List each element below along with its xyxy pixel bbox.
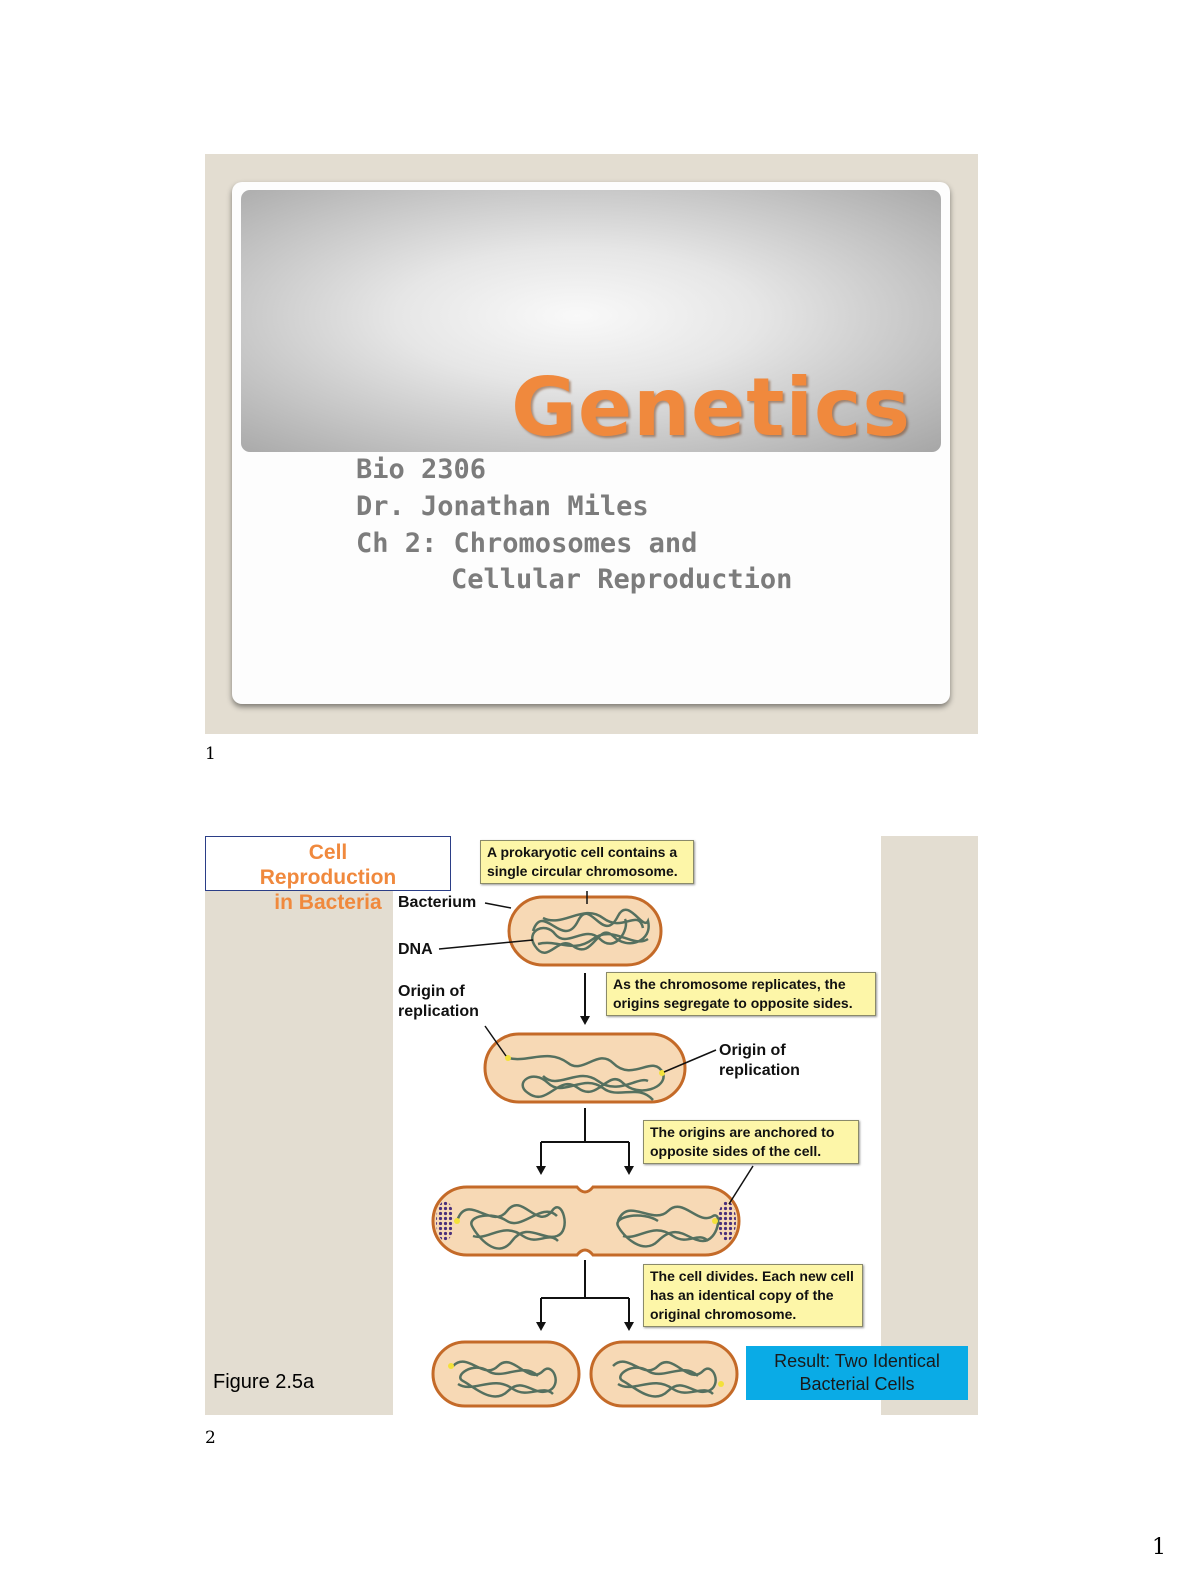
chapter-line-continued: Cellular Reproduction <box>451 564 793 595</box>
daughter-cells <box>431 1340 739 1408</box>
slide-number-2: 2 <box>205 1428 216 1448</box>
slide-1: Genetics Bio 2306 Dr. Jonathan Miles Ch … <box>205 154 978 734</box>
result-text: Result: Two Identical Bacterial Cells <box>774 1351 940 1394</box>
figure-label: Figure 2.5a <box>213 1371 315 1393</box>
bacterial-division-figure: A prokaryotic cell contains a single cir… <box>393 836 881 1415</box>
label-dna: DNA <box>398 941 433 958</box>
title-slide-card: Genetics Bio 2306 Dr. Jonathan Miles Ch … <box>232 182 950 704</box>
cell-stage-1 <box>507 895 663 967</box>
cell-stage-3 <box>431 1185 741 1257</box>
label-bacterium: Bacterium <box>398 894 477 911</box>
slide-number-1: 1 <box>205 744 216 764</box>
slide-heading: Cell Reproduction in Bacteria <box>259 841 397 914</box>
slide-heading-box: Cell Reproduction in Bacteria <box>205 836 451 914</box>
callout-origins-anchored: The origins are anchored to opposite sid… <box>643 1120 859 1164</box>
page-number: 1 <box>1152 1535 1166 1560</box>
slide-title: Genetics <box>511 361 911 454</box>
callout-origins-segregate: As the chromosome replicates, the origin… <box>606 972 876 1016</box>
callout-prokaryotic-cell: A prokaryotic cell contains a single cir… <box>480 840 694 884</box>
chapter-line: Ch 2: Chromosomes and <box>356 528 698 559</box>
figure-drawing <box>431 891 754 1408</box>
title-banner: Genetics <box>241 190 941 452</box>
cell-stage-2 <box>483 1032 687 1104</box>
slide-2: A prokaryotic cell contains a single cir… <box>205 836 978 1415</box>
label-origin-right: Origin of replication <box>719 1042 800 1079</box>
course-line: Bio 2306 <box>356 454 487 485</box>
label-origin-left: Origin of replication <box>398 983 479 1020</box>
result-box: Result: Two Identical Bacterial Cells <box>746 1346 968 1400</box>
instructor-line: Dr. Jonathan Miles <box>356 491 649 522</box>
callout-cell-divides: The cell divides. Each new cell has an i… <box>643 1264 863 1327</box>
